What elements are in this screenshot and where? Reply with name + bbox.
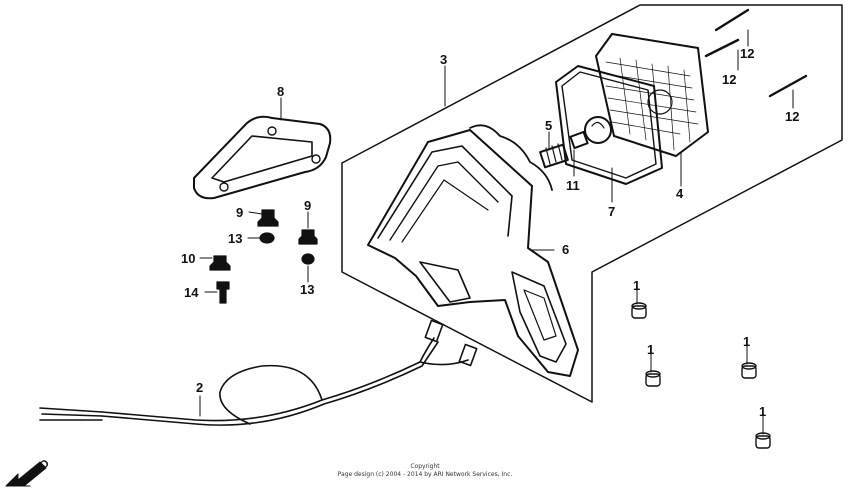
nut-10 <box>209 255 231 271</box>
lamp-housing-part-6 <box>367 124 579 377</box>
screws-part-12 <box>704 8 808 98</box>
callout-2: 2 <box>196 380 203 395</box>
callout-labels: 3 8 5 11 7 4 6 12 12 12 9 9 13 13 10 14 … <box>181 46 799 419</box>
callout-4: 4 <box>676 186 684 201</box>
callout-6: 6 <box>562 242 569 257</box>
mounting-hardware <box>209 209 318 304</box>
callout-13-left: 13 <box>228 231 242 246</box>
callout-12-b: 12 <box>722 72 736 87</box>
callout-1-a: 1 <box>633 278 640 293</box>
grommet-1-a <box>631 302 647 319</box>
wire-harness-part-2 <box>39 319 478 426</box>
washer-13-right <box>301 253 315 265</box>
callout-8: 8 <box>277 84 284 99</box>
callout-9-right: 9 <box>304 198 311 213</box>
bolt-14-shank <box>219 288 227 304</box>
footer-credit: Page design (c) 2004 - 2014 by ARI Netwo… <box>337 471 513 478</box>
callout-12-a: 12 <box>740 46 754 61</box>
nut-9-right <box>298 229 318 245</box>
grommet-1-d <box>755 432 771 449</box>
assembly-frame <box>341 4 843 403</box>
tail-lens-part-4 <box>595 33 709 157</box>
connector-b <box>458 343 478 367</box>
callout-7: 7 <box>608 204 615 219</box>
grommet-1-b <box>645 370 661 387</box>
callout-1-b: 1 <box>647 342 654 357</box>
callout-1-c: 1 <box>743 334 750 349</box>
lens-gasket-part-7 <box>555 65 663 185</box>
bolt-14-head <box>216 281 230 290</box>
grommet-1-c <box>741 362 757 379</box>
callout-9-left: 9 <box>236 205 243 220</box>
callout-10: 10 <box>181 251 195 266</box>
screw-12-b <box>704 38 740 58</box>
callout-14: 14 <box>184 285 199 300</box>
bulb-part-11 <box>569 116 612 150</box>
screw-12-c <box>768 74 808 98</box>
fwd-arrow-icon <box>5 461 47 487</box>
callout-13-right: 13 <box>300 282 314 297</box>
footer-copyright: Copyright <box>410 463 440 470</box>
grommets-part-1 <box>631 302 771 449</box>
callout-12-c: 12 <box>785 109 799 124</box>
washer-13-left <box>259 232 275 244</box>
callout-3: 3 <box>440 52 447 67</box>
screw-12-a <box>714 8 750 32</box>
leader-lines <box>199 29 794 435</box>
callout-1-d: 1 <box>759 404 766 419</box>
callout-11: 11 <box>566 178 580 193</box>
callout-5: 5 <box>545 118 552 133</box>
nut-9-left <box>257 209 279 227</box>
gasket-plate-part-8 <box>193 115 332 200</box>
connector-a <box>424 319 444 343</box>
